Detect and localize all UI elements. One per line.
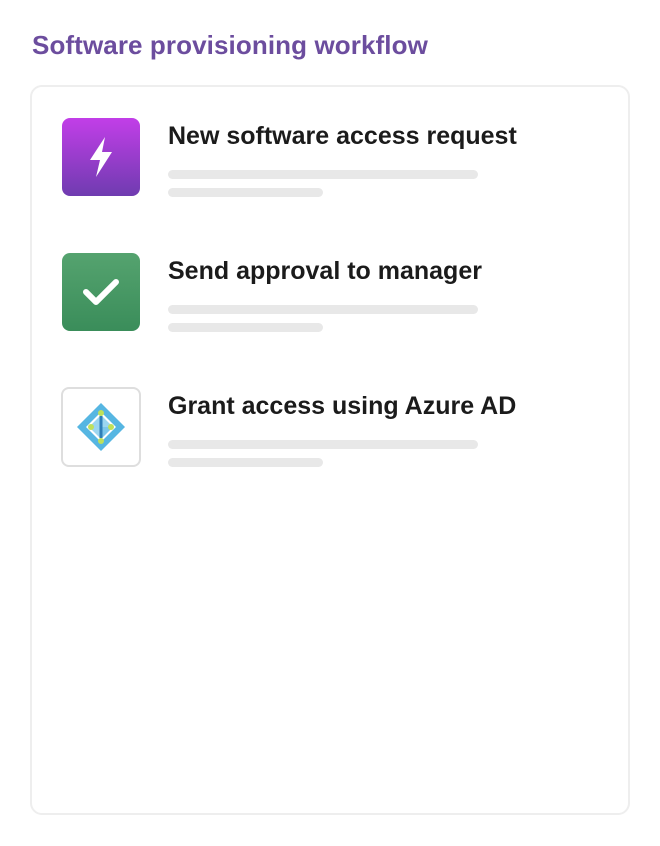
workflow-step-trigger[interactable]: New software access request [62, 118, 602, 198]
placeholder-line [168, 458, 323, 467]
placeholder-line [168, 305, 478, 314]
workflow-step-approval[interactable]: Send approval to manager [62, 253, 602, 333]
step-title: Grant access using Azure AD [168, 392, 517, 420]
checkmark-icon [62, 253, 140, 331]
step-title: Send approval to manager [168, 257, 482, 285]
workflow-card: New software access request Send approva… [30, 85, 630, 815]
placeholder-line [168, 170, 478, 179]
placeholder-line [168, 323, 323, 332]
azure-ad-icon [61, 387, 141, 467]
workflow-title: Software provisioning workflow [32, 30, 428, 60]
lightning-bolt-icon [62, 118, 140, 196]
placeholder-line [168, 188, 323, 197]
workflow-step-grant-access[interactable]: Grant access using Azure AD [61, 387, 602, 468]
step-title: New software access request [168, 122, 517, 150]
placeholder-line [168, 440, 478, 449]
